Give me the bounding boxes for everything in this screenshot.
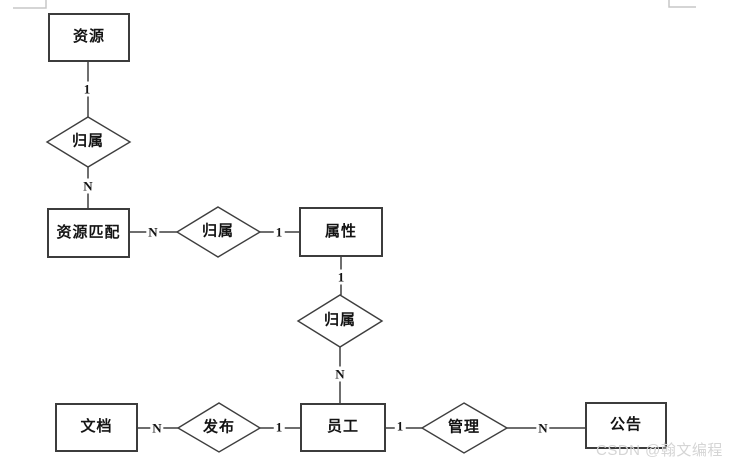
entity-announcement-label: 公告 [609,417,642,433]
relationship-label-belongs-mid: 归属 [201,223,235,240]
cardinality-resource-match-belongs-mid: N [146,224,160,240]
entity-employee: 员工 [300,403,386,452]
entity-document: 文档 [55,403,138,452]
csdn-watermark: CSDN @翰文编程 [596,442,723,459]
cardinality-attribute-belongs-low: 1 [335,269,347,285]
entity-announcement: 公告 [585,402,667,449]
entity-employee-label: 员工 [326,419,359,435]
relationship-diamond-belongs-mid [175,206,262,258]
relationship-label-belongs-top: 归属 [71,133,105,150]
entity-attribute-label: 属性 [324,223,357,240]
cardinality-publish-employee: 1 [273,419,285,435]
relationship-label-manage: 管理 [447,419,481,436]
entity-document-label: 文档 [80,419,113,435]
cardinality-document-publish: N [150,420,164,436]
page-corner-mark-top-left [13,0,47,9]
entity-resource-match: 资源匹配 [47,208,130,258]
relationship-diamond-belongs-top [45,116,132,168]
entity-resource-match-label: 资源匹配 [56,224,121,241]
cardinality-belongs-top-resource-match: N [81,178,95,194]
entity-resource: 资源 [48,13,130,62]
entity-resource-label: 资源 [72,29,105,45]
relationship-diamond-belongs-low [296,294,384,348]
cardinality-resource-belongs-top: 1 [81,81,93,97]
entity-attribute: 属性 [299,207,383,257]
relationship-label-publish: 发布 [202,419,236,436]
relationship-diamond-publish [176,402,262,453]
page-corner-mark-top-right [668,0,696,8]
relationship-diamond-manage [420,402,509,454]
cardinality-employee-manage: 1 [394,418,406,434]
cardinality-belongs-mid-attribute: 1 [273,224,285,240]
cardinality-belongs-low-employee: N [333,366,347,382]
relationship-label-belongs-low: 归属 [323,312,357,329]
cardinality-manage-announcement: N [536,420,550,436]
